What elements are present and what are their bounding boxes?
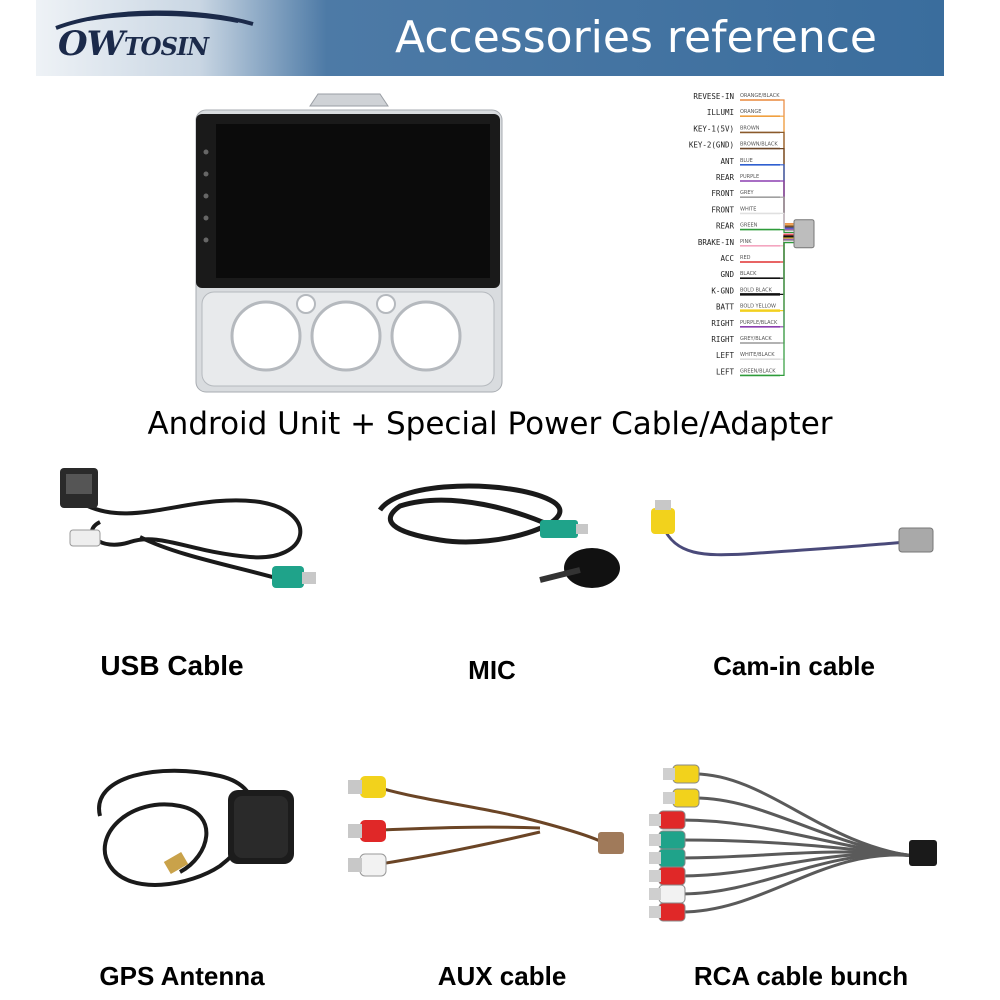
wire-color-label: GREEN bbox=[740, 223, 758, 229]
wire-bundle-line bbox=[780, 180, 794, 230]
wire-label: ANT bbox=[720, 157, 734, 166]
rca-connector-icon bbox=[909, 840, 937, 866]
wire-label: RIGHT bbox=[711, 319, 734, 328]
wire-color-label: PURPLE/BLACK bbox=[740, 320, 778, 326]
wire-label: BRAKE-IN bbox=[698, 238, 734, 247]
rca-cable-bunch-image bbox=[645, 756, 945, 926]
rca-plug-tip bbox=[649, 814, 661, 826]
logo-swoosh-icon bbox=[55, 10, 254, 30]
mic-label: MIC bbox=[468, 655, 516, 685]
wire-label: REAR bbox=[716, 173, 735, 182]
wire-label: ILLUMI bbox=[707, 108, 734, 117]
wire-bundle-line bbox=[780, 241, 794, 376]
wire-label: KEY-2(GND) bbox=[689, 141, 734, 150]
rca-plug-tip bbox=[649, 834, 661, 846]
rca-wire bbox=[694, 796, 916, 858]
rca-wire bbox=[680, 853, 916, 914]
wire-color-label: GREEN/BLACK bbox=[740, 368, 776, 374]
brand-logo: OWTOSIN bbox=[48, 6, 268, 70]
gps-antenna-label: GPS Antenna bbox=[99, 961, 265, 991]
wire-color-label: BROWN bbox=[740, 125, 760, 131]
cam-in-cable-label: Cam-in cable bbox=[713, 651, 875, 681]
wire-color-label: RED bbox=[740, 255, 751, 261]
aux-cable-label: AUX cable bbox=[437, 961, 567, 991]
usb-cable-image bbox=[40, 462, 325, 612]
rca-plug-icon bbox=[672, 788, 700, 808]
wire-label: KEY-1(5V) bbox=[693, 124, 734, 133]
wire-color-label: ORANGE/BLACK bbox=[740, 93, 780, 99]
rca-plug-icon bbox=[672, 764, 700, 784]
rca-wire bbox=[680, 818, 916, 858]
wire-label: LEFT bbox=[716, 351, 735, 360]
rca-plug-tip bbox=[663, 792, 675, 804]
rca-plug-icon bbox=[658, 810, 686, 830]
wire-color-label: GREY bbox=[740, 190, 755, 196]
wire-bundle-line bbox=[780, 238, 794, 328]
gps-antenna-image bbox=[70, 756, 310, 916]
android-unit-image bbox=[192, 92, 510, 398]
wire-label: GND bbox=[720, 270, 734, 279]
wire-label: RIGHT bbox=[711, 335, 734, 344]
page-title: Accessories reference bbox=[395, 12, 877, 63]
wire-label: REVESE-IN bbox=[693, 92, 734, 101]
wire-bundle-line bbox=[780, 212, 794, 233]
harness-connector-icon bbox=[793, 219, 815, 249]
wire-bundle-line bbox=[780, 229, 794, 234]
wire-label: REAR bbox=[716, 222, 735, 231]
wire-label: FRONT bbox=[711, 189, 734, 198]
rca-plug-icon bbox=[658, 902, 686, 922]
wire-bundle-line bbox=[780, 164, 794, 229]
wire-color-label: PURPLE bbox=[740, 174, 759, 180]
rca-plug-tip bbox=[649, 906, 661, 918]
rca-plug-icon bbox=[658, 848, 686, 868]
wire-label: BATT bbox=[716, 303, 735, 312]
wire-label: FRONT bbox=[711, 205, 734, 214]
wire-color-label: BLUE bbox=[740, 158, 753, 164]
wire-bundle-line bbox=[780, 148, 794, 228]
wire-color-label: BROWN/BLACK bbox=[740, 142, 778, 148]
wire-color-label: WHITE/BLACK bbox=[740, 352, 775, 358]
wire-bundle-line bbox=[780, 131, 794, 227]
wire-bundle-line bbox=[780, 239, 794, 344]
rca-plug-icon bbox=[658, 884, 686, 904]
cam-in-cable-image bbox=[645, 496, 945, 586]
wire-bundle-line bbox=[780, 240, 794, 360]
wire-color-label: BLACK bbox=[740, 271, 757, 277]
unit-caption: Android Unit + Special Power Cable/Adapt… bbox=[147, 406, 833, 442]
rca-plug-tip bbox=[663, 768, 675, 780]
header-banner: OWTOSIN Accessories reference bbox=[36, 0, 944, 76]
rca-cable-bunch-label: RCA cable bunch bbox=[693, 961, 909, 991]
wire-color-label: ORANGE bbox=[740, 109, 761, 115]
rca-plug-icon bbox=[658, 866, 686, 886]
wire-label: LEFT bbox=[716, 367, 735, 376]
aux-cable-image bbox=[340, 766, 630, 896]
rca-plug-tip bbox=[649, 888, 661, 900]
brand-logo-text: OWTOSIN bbox=[58, 24, 209, 64]
mic-image bbox=[360, 470, 630, 590]
wire-label: ACC bbox=[720, 254, 734, 263]
rca-plug-tip bbox=[649, 852, 661, 864]
wiring-diagram: REVESE-IN ORANGE/BLACK ILLUMI ORANGE KEY-1(5… bbox=[684, 86, 884, 388]
wire-color-label: BOLD YELLOW bbox=[740, 304, 776, 310]
rca-plug-tip bbox=[649, 870, 661, 882]
wire-color-label: GREY/BLACK bbox=[740, 336, 772, 342]
wire-color-label: BOLD BLACK bbox=[740, 287, 773, 293]
wire-bundle-line bbox=[780, 237, 794, 312]
usb-cable-label: USB Cable bbox=[100, 650, 244, 681]
rca-plug-icon bbox=[658, 830, 686, 850]
wire-color-label: PINK bbox=[740, 239, 752, 245]
wire-bundle-line bbox=[780, 99, 794, 225]
wire-color-label: WHITE bbox=[740, 206, 756, 212]
wire-label: K-GND bbox=[711, 286, 734, 295]
